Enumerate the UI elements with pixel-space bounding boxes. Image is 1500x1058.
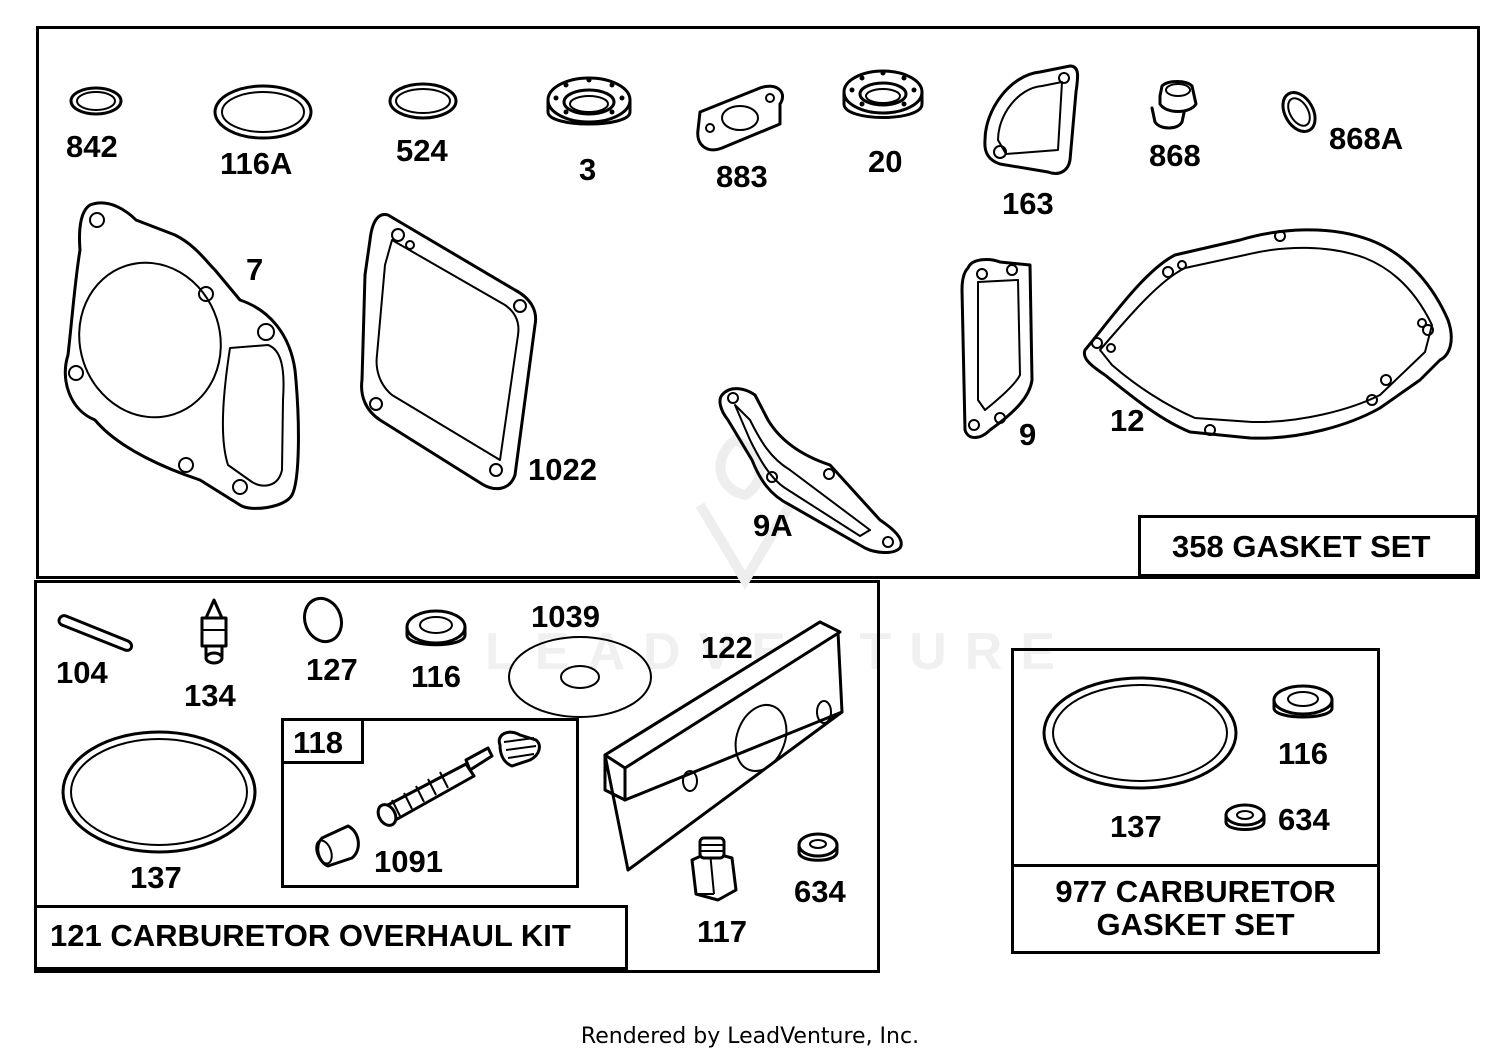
- label-134: 134: [184, 678, 236, 713]
- washer-977-116-drawing: [1272, 684, 1334, 719]
- label-524: 524: [396, 133, 448, 168]
- label-9A: 9A: [753, 508, 793, 543]
- oring-116A-drawing: [213, 84, 313, 140]
- watermark-logo: [695, 434, 795, 590]
- head-gasket-7-drawing: [63, 201, 300, 510]
- screw-spring-1091-drawing: [315, 730, 541, 868]
- label-12: 12: [1110, 403, 1145, 438]
- washer-634-drawing: [797, 832, 839, 862]
- subkit-118-number: 118: [293, 725, 344, 760]
- label-104: 104: [56, 655, 108, 690]
- gasket-1022-drawing: [360, 212, 538, 491]
- washer-116-drawing: [405, 609, 467, 647]
- jet-117-drawing: [690, 836, 738, 902]
- label-116A: 116A: [220, 146, 293, 181]
- gasket-set-title: 358 GASKET SET: [1172, 529, 1431, 564]
- label-3: 3: [579, 152, 597, 187]
- label-977-634: 634: [1278, 802, 1330, 837]
- label-868A: 868A: [1329, 121, 1404, 156]
- oring-524-drawing: [388, 82, 458, 120]
- carb-gasket-set-title: 977 CARBURETOR GASKET SET: [1011, 875, 1380, 942]
- label-634: 634: [794, 874, 846, 909]
- pin-104-drawing: [57, 614, 134, 652]
- welch-plug-127-drawing: [302, 596, 344, 644]
- label-977-137: 137: [1110, 809, 1162, 844]
- overhaul-kit-title-box: [34, 905, 628, 970]
- needle-134-drawing: [200, 598, 228, 665]
- carb-gasket-set-title-line2: GASKET SET: [1096, 907, 1295, 943]
- label-842: 842: [66, 129, 118, 164]
- label-1091: 1091: [374, 844, 443, 879]
- label-883: 883: [716, 159, 768, 194]
- ring-137-drawing: [61, 730, 257, 854]
- gasket-163-drawing: [983, 64, 1080, 175]
- label-127: 127: [306, 652, 358, 687]
- label-1022: 1022: [528, 452, 597, 487]
- label-137: 137: [130, 860, 182, 895]
- label-163: 163: [1002, 186, 1054, 221]
- diaphragm-1039-drawing: [508, 636, 652, 718]
- label-116: 116: [411, 659, 462, 694]
- label-9: 9: [1019, 417, 1037, 452]
- washer-977-634-drawing: [1224, 803, 1266, 831]
- label-7: 7: [246, 252, 264, 287]
- carb-gasket-set-title-box: [1011, 864, 1380, 954]
- gasket-9A-drawing: [718, 387, 903, 554]
- ring-977-137-drawing: [1042, 676, 1238, 790]
- gasket-9-drawing: [960, 258, 1034, 439]
- seal-20-drawing: [842, 69, 924, 119]
- footer-credit: Rendered by LeadVenture, Inc.: [580, 1024, 920, 1049]
- overhaul-kit-box: [34, 580, 880, 973]
- label-868: 868: [1149, 138, 1201, 173]
- label-1039: 1039: [531, 599, 600, 634]
- carb-gasket-set-title-line1: 977 CARBURETOR: [1055, 874, 1336, 909]
- label-977-116: 116: [1278, 736, 1329, 771]
- washer-868A-drawing: [1281, 91, 1317, 133]
- seal-3-drawing: [546, 76, 632, 126]
- gasket-set-title-box: [1138, 515, 1478, 577]
- subkit-118-box: [281, 718, 579, 888]
- label-20: 20: [868, 144, 903, 179]
- label-122: 122: [701, 630, 753, 665]
- subkit-118-label-box: [281, 718, 364, 764]
- valve-seal-868-drawing: [1150, 80, 1198, 130]
- gasket-12-drawing: [1082, 228, 1453, 440]
- gasket-883-drawing: [696, 84, 784, 152]
- spacer-122-drawing: [603, 620, 844, 872]
- oring-842-drawing: [69, 86, 123, 116]
- gasket-set-box: [36, 26, 1480, 579]
- label-117: 117: [697, 914, 748, 949]
- overhaul-kit-title: 121 CARBURETOR OVERHAUL KIT: [50, 918, 571, 953]
